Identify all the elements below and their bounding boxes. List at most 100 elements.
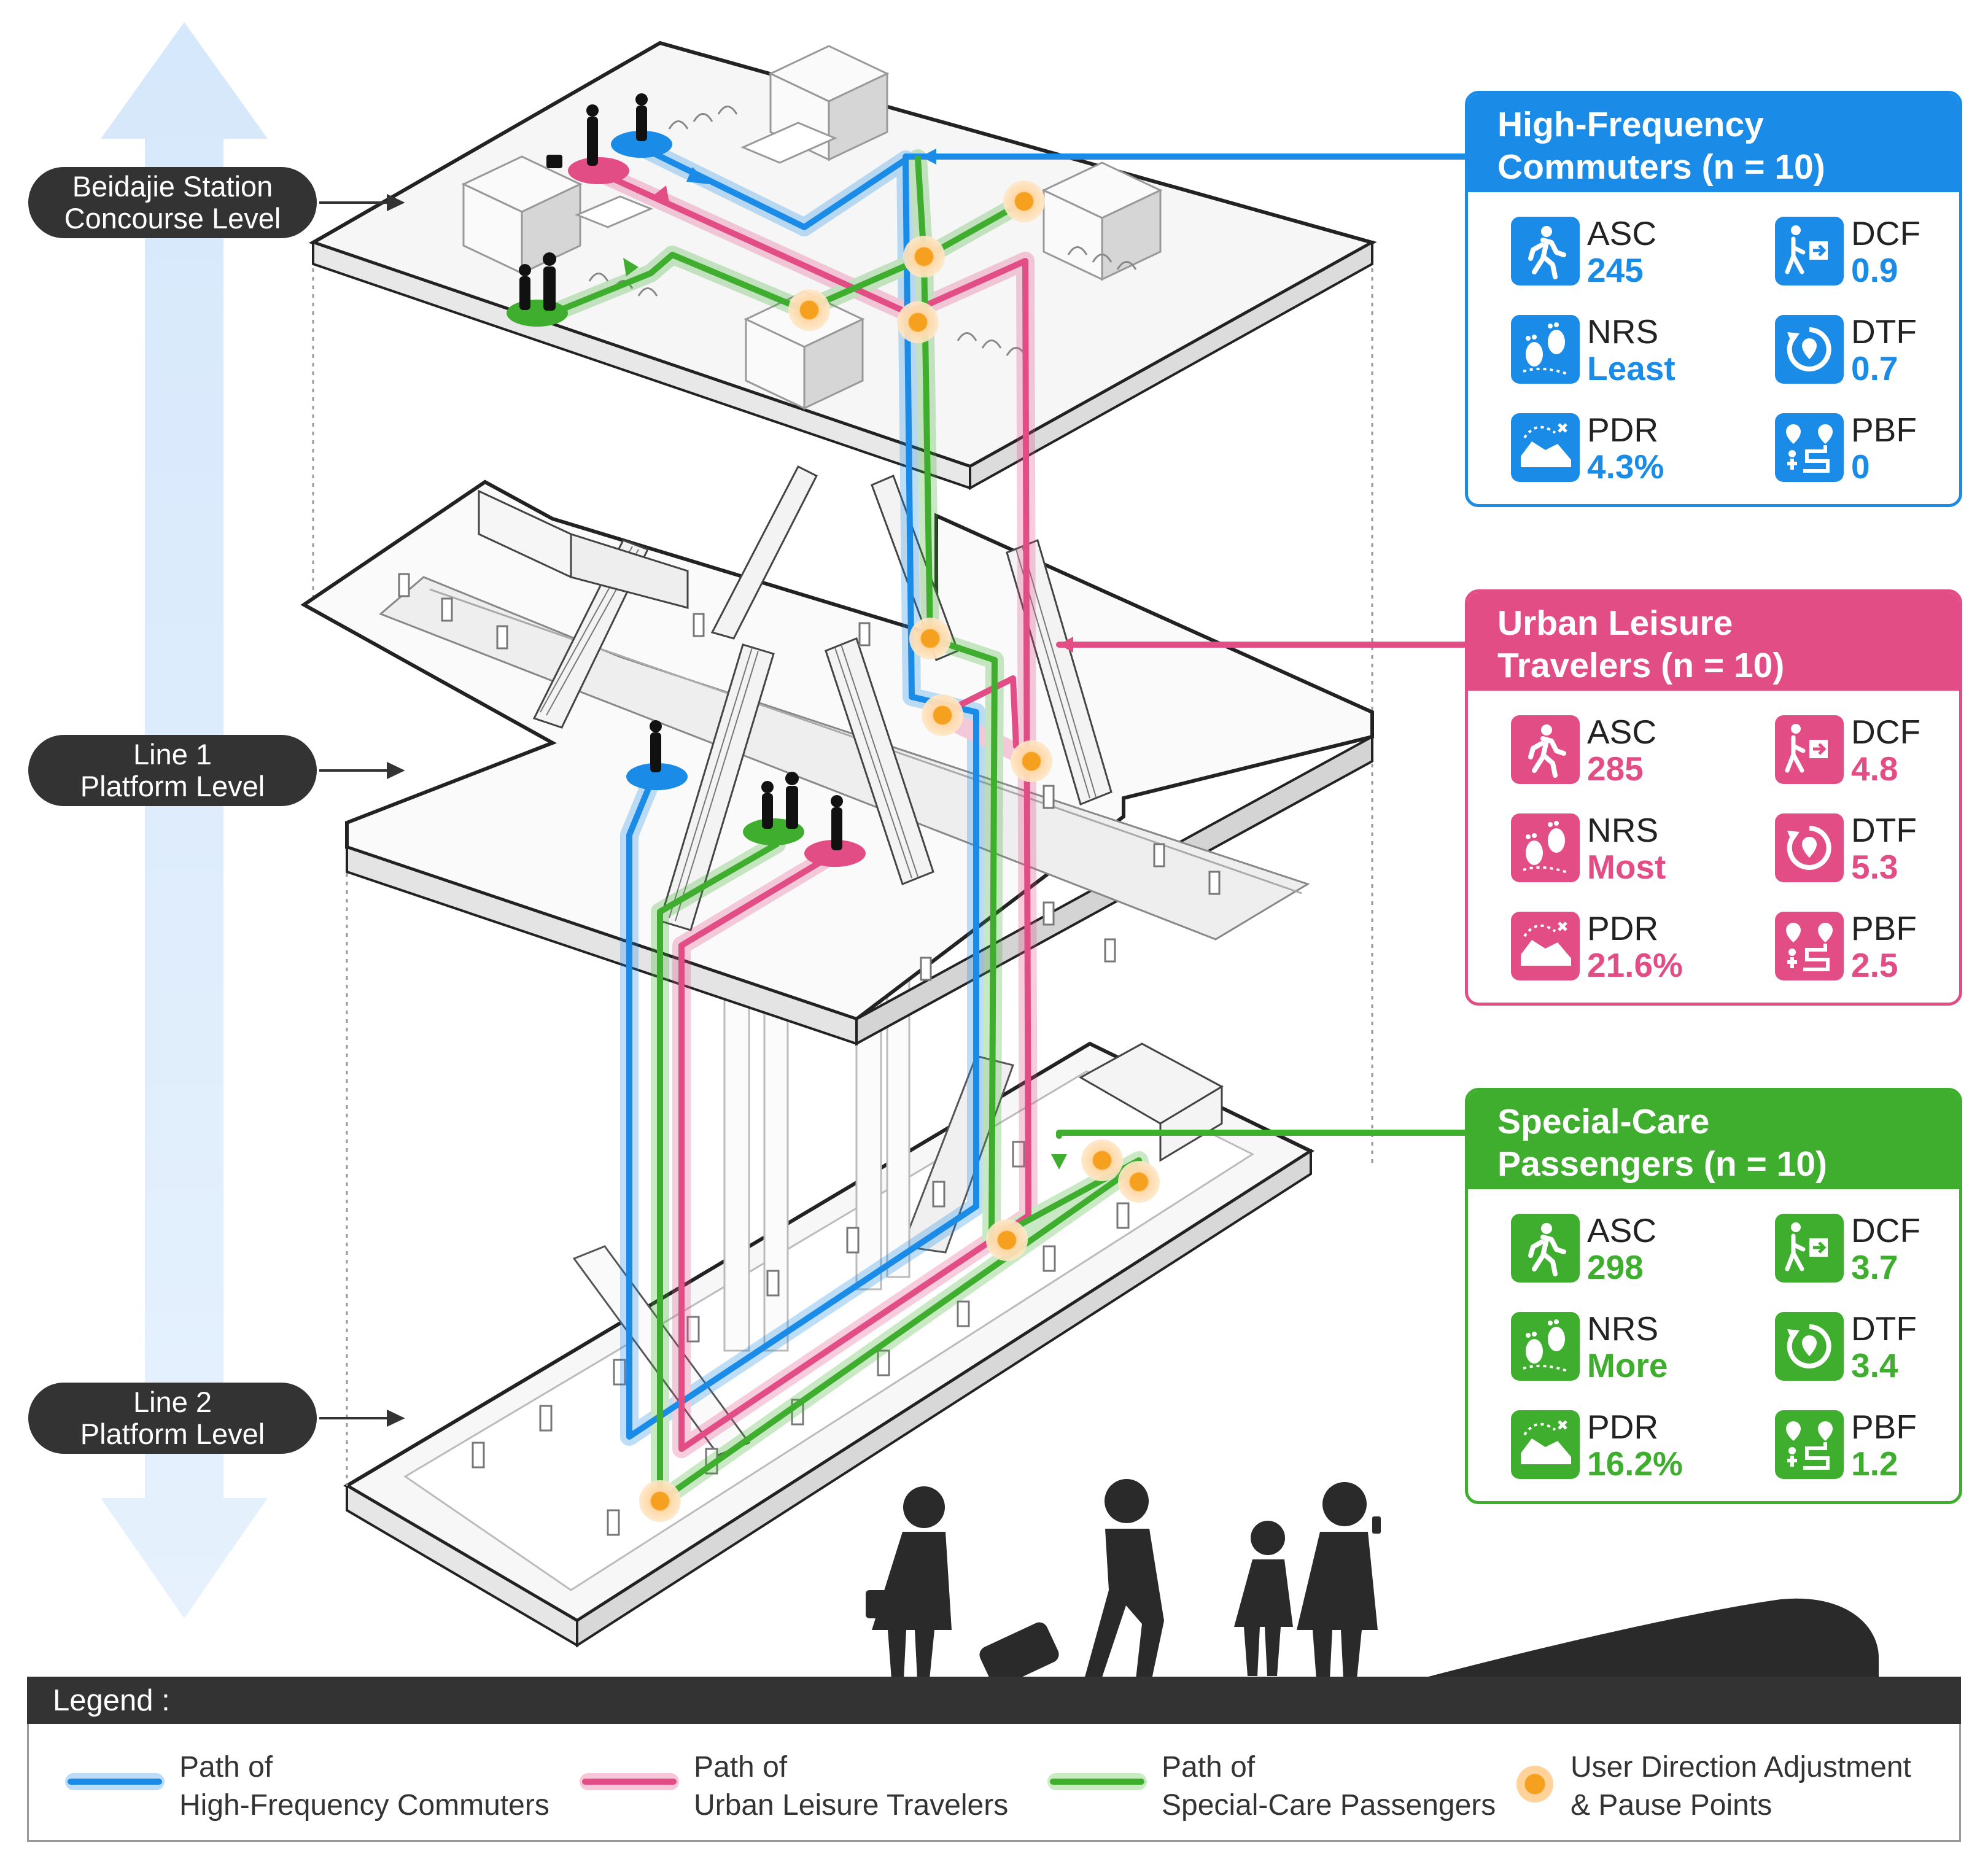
legend-text-pause-line2: & Pause Points [1571,1789,1773,1822]
detour-map-icon [1511,1410,1580,1479]
walking-person-icon [1511,1214,1580,1283]
walking-person-icon [1511,217,1580,285]
metric-value: 16.2% [1587,1445,1683,1483]
metric-value: 0 [1851,448,1870,486]
legend-text-special-line2: Special-Care Passengers [1162,1789,1496,1822]
panel-title-line2: Passengers (n = 10) [1497,1144,1828,1184]
detour-map-icon [1511,912,1580,980]
metric-code: DCF [1851,713,1921,751]
metric-value: 4.8 [1851,750,1898,788]
metric-value: 2.5 [1851,946,1898,984]
metric-code: PBF [1851,411,1917,449]
pedestrian-markers [507,93,866,867]
metric-value: 0.9 [1851,251,1898,289]
route-pin-icon [1775,1410,1844,1479]
metric-code: PDR [1587,909,1659,947]
metric-code: NRS [1587,811,1659,849]
exit-door-icon [1775,715,1844,784]
legend-text-leisure: Path of Urban Leisure Travelers [694,1748,1008,1825]
footprints-icon [1511,315,1580,384]
rotate-pin-icon [1775,813,1844,882]
exit-door-icon [1775,1214,1844,1283]
metric-code: NRS [1587,312,1659,351]
legend-text-commuters-line2: High-Frequency Commuters [179,1789,549,1822]
line1-platform-slab [300,465,1374,1046]
route-pin-icon [1775,413,1844,482]
metric-code: ASC [1587,214,1657,252]
footprints-icon [1511,1312,1580,1381]
legend-text-leisure-line2: Urban Leisure Travelers [694,1789,1009,1822]
metric-value: 5.3 [1851,848,1898,886]
legend-title: Legend : [27,1677,1961,1724]
metric-code: DTF [1851,811,1917,849]
metric-code: PDR [1587,411,1659,449]
legend-line-special [1047,1773,1147,1790]
level-label-line1-line1: Line 1 [133,738,212,770]
panel-title-line1: Urban Leisure [1497,603,1733,643]
metric-value: 245 [1587,251,1644,289]
metric-value: 21.6% [1587,946,1683,984]
legend-box [27,1724,1961,1842]
level-label-concourse-line1: Beidajie Station [72,170,273,203]
level-label-line1-line2: Platform Level [80,770,265,802]
legend-text-leisure-line1: Path of [694,1751,788,1783]
legend-text-special: Path of Special-Care Passengers [1162,1748,1496,1825]
legend-line-leisure [580,1773,679,1790]
metric-code: DCF [1851,1211,1921,1249]
metric-value: 1.2 [1851,1445,1898,1483]
level-guides [312,243,1373,1486]
vertical-double-arrow [101,22,268,1618]
route-pin-icon [1775,912,1844,980]
legend-text-commuters: Path of High-Frequency Commuters [179,1748,549,1825]
level-label-concourse: Beidajie Station Concourse Level [28,167,317,238]
metric-value: 3.4 [1851,1346,1898,1384]
metric-value: 285 [1587,750,1644,788]
metric-code: NRS [1587,1310,1659,1348]
level-label-concourse-line2: Concourse Level [64,202,281,235]
metric-code: PDR [1587,1408,1659,1446]
panel-title-line2: Commuters (n = 10) [1497,147,1825,187]
legend-text-pause-line1: User Direction Adjustment [1571,1751,1911,1783]
metric-code: DCF [1851,214,1921,252]
metric-value: 298 [1587,1248,1644,1286]
metric-code: PBF [1851,909,1917,947]
level-label-line1: Line 1 Platform Level [28,735,317,806]
walking-person-icon [1511,715,1580,784]
metric-code: DTF [1851,1310,1917,1348]
metric-value: More [1587,1346,1668,1384]
pause-points [639,180,1160,1522]
metric-code: PBF [1851,1408,1917,1446]
panel-title-line2: Travelers (n = 10) [1497,646,1785,685]
level-label-line2-line2: Platform Level [80,1418,265,1450]
metric-value: Least [1587,349,1675,387]
metric-value: 3.7 [1851,1248,1898,1286]
panel-title-line1: Special-Care [1497,1102,1710,1141]
legend-text-pause: User Direction Adjustment & Pause Points [1571,1748,1911,1825]
metric-code: ASC [1587,1211,1657,1249]
metric-value: 4.3% [1587,448,1664,486]
detour-map-icon [1511,413,1580,482]
crowd-silhouettes [866,1479,1879,1687]
